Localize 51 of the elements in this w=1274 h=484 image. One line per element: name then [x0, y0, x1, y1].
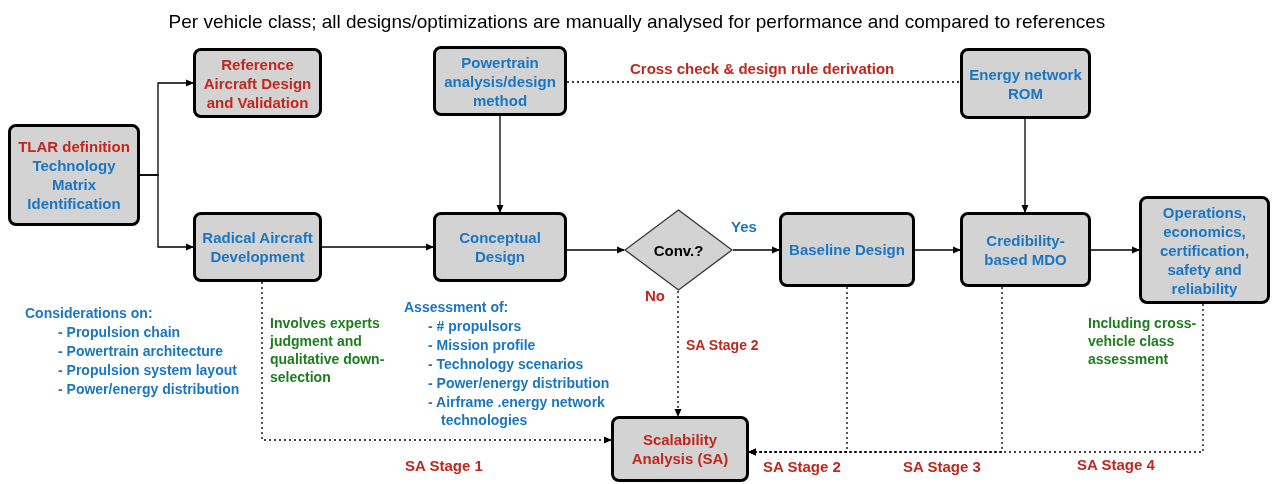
arrow [1090, 246, 1140, 254]
annotation-text: - Power/energy distribution [428, 374, 610, 392]
process-box [960, 212, 1091, 287]
box-label: Baseline Design [789, 240, 905, 259]
arrow [261, 281, 612, 444]
annotation-text: Assessment of: [404, 298, 509, 316]
box-label: Energy network ROM [968, 64, 1083, 103]
edge-label: Cross check & design rule derivation [630, 60, 895, 79]
process-box [611, 416, 749, 482]
process-box [8, 124, 140, 226]
box-label: Technology Matrix Identification [26, 156, 122, 213]
annotation-text: SA Stage 2 [686, 336, 759, 354]
process-box [193, 212, 322, 282]
arrow [321, 243, 434, 251]
annotation-text: - Propulsion chain [58, 323, 181, 341]
annotation-text: - Mission profile [428, 336, 536, 354]
arrow [496, 115, 504, 213]
process-box [779, 212, 915, 287]
annotation-text: Including cross-vehicle class assessment [1088, 314, 1198, 368]
annotation-text: - Powertrain architecture [58, 342, 223, 360]
process-box [193, 48, 322, 118]
box-label: Conceptual Design [458, 228, 542, 266]
arrow [914, 246, 961, 254]
annotation-text: Involves experts judgment and qualitative down-selection [270, 314, 386, 386]
box-label: Radical Aircraft Development [201, 228, 314, 266]
annotation-text: - Airframe .energy network technologies [428, 393, 606, 429]
decision-diamond [624, 209, 733, 291]
process-box [960, 48, 1091, 119]
annotation-text: - Power/energy distribution [58, 380, 240, 398]
box-label: Scalability Analysis (SA) [630, 430, 730, 468]
connector-line [566, 81, 961, 83]
annotation-text: - Technology scenarios [428, 355, 584, 373]
annotation-text: Considerations on: [25, 304, 153, 322]
arrow [674, 290, 682, 417]
annotation-text: - # propulsors [428, 317, 522, 335]
arrow [139, 174, 194, 251]
process-box [1139, 196, 1270, 304]
process-box [433, 46, 567, 116]
arrow [732, 246, 780, 254]
box-label: Credibility-based MDO [983, 230, 1068, 269]
box-label: TLAR definition [18, 137, 130, 156]
title: Per vehicle class; all designs/optimizations are manually analysed for performance and compared to references [167, 10, 1107, 34]
annotation-text: - Propulsion system layout [58, 361, 237, 379]
box-label: Conv.? [653, 240, 704, 260]
arrow [748, 303, 1204, 456]
arrow [566, 246, 625, 254]
arrow [1021, 118, 1029, 213]
process-box [433, 212, 567, 282]
box-label: Operations, economics, certification, safety and reliability [1158, 202, 1251, 298]
box-label: Reference Aircraft Design and Validation [202, 54, 313, 112]
box-label: Powertrain analysis/design method [443, 52, 557, 110]
